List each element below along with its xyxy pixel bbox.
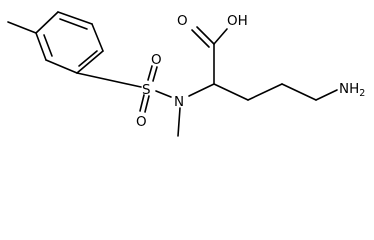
bond-ring-5 xyxy=(91,23,104,52)
bond-carboxyl-hydroxyl xyxy=(213,28,228,45)
bond-ring-3 xyxy=(45,59,78,74)
bond-carbonyl-a xyxy=(196,26,215,45)
sulfonyl-oxygen-bottom-label: O xyxy=(136,114,147,130)
amine-nh-text: NH xyxy=(339,81,359,97)
amine-subscript: 2 xyxy=(359,88,365,99)
bond-carbonyl-b xyxy=(191,29,210,48)
bond-sulfur-oxygen-top-a xyxy=(147,65,153,81)
bond-ring-methyl xyxy=(7,21,37,34)
structure-diagram: S O O N O OH NH2 xyxy=(7,11,365,137)
bond-chain-3 xyxy=(281,83,317,101)
bond-sulfur-nitrogen xyxy=(155,90,172,98)
bond-sulfur-oxygen-bottom-a xyxy=(139,94,145,112)
bond-chain-amine xyxy=(315,89,338,101)
bond-chain-2 xyxy=(247,83,283,101)
bond-ring-4 xyxy=(76,50,104,74)
bond-ring-6 xyxy=(57,11,93,25)
bond-ring-sulfur xyxy=(76,72,142,88)
benzene-ring xyxy=(35,11,104,74)
bond-ring-1 xyxy=(35,11,59,34)
hydroxyl-label: OH xyxy=(227,13,248,29)
bond-nitrogen-alpha-carbon xyxy=(188,83,215,97)
bond-ring-2 xyxy=(35,32,47,61)
sulfonyl-oxygen-top-label: O xyxy=(151,52,162,68)
bond-ring-double-3 xyxy=(59,18,88,30)
bond-ring-double-2 xyxy=(78,50,98,67)
bond-sulfur-oxygen-top-b xyxy=(152,66,158,82)
bond-ring-double-1 xyxy=(43,34,53,57)
sulfur-label: S xyxy=(142,82,151,98)
bond-nitrogen-methyl xyxy=(177,107,181,137)
amine-label: NH2 xyxy=(339,81,365,99)
carbonyl-oxygen-label: O xyxy=(177,13,188,29)
bond-chain-1 xyxy=(213,83,249,101)
nitrogen-label: N xyxy=(174,94,184,110)
bond-sulfur-oxygen-bottom-b xyxy=(144,95,150,113)
